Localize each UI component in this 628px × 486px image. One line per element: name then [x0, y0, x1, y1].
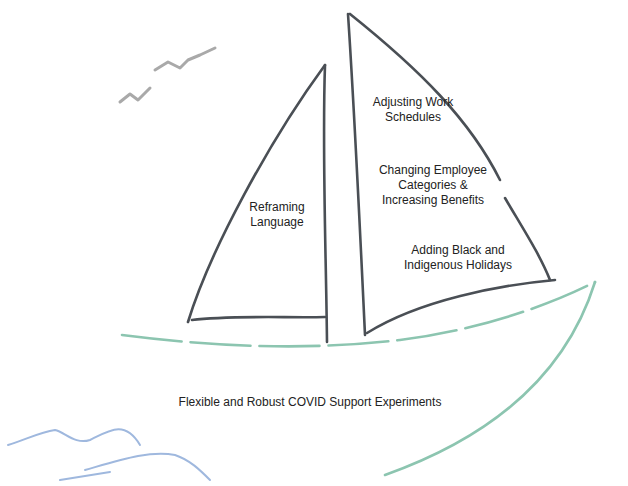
outline-stroke: [385, 282, 595, 475]
outline-stroke: [192, 317, 325, 320]
waves: [8, 429, 210, 480]
outline-stroke: [367, 280, 555, 333]
hull: Flexible and Robust COVID Support Experi…: [115, 272, 602, 480]
sail-label: Reframing Language: [237, 200, 317, 230]
sail-label: Adding Black and Indigenous Holidays: [400, 243, 516, 273]
birds: [120, 48, 215, 102]
outline-stroke: [188, 65, 325, 322]
sail-label: Flexible and Robust COVID Support Experi…: [145, 395, 475, 410]
outline-stroke: [350, 14, 500, 180]
outline-stroke: [122, 282, 595, 346]
right-sail: Adjusting Work SchedulesChanging Employe…: [340, 8, 562, 342]
hull-outline: [115, 272, 602, 480]
outline-stroke: [324, 65, 327, 342]
sail-label: Adjusting Work Schedules: [358, 95, 468, 125]
left-sail: Reframing Language: [185, 58, 335, 346]
sail-label: Changing Employee Categories & Increasin…: [373, 163, 493, 208]
outline-stroke: [348, 14, 365, 335]
